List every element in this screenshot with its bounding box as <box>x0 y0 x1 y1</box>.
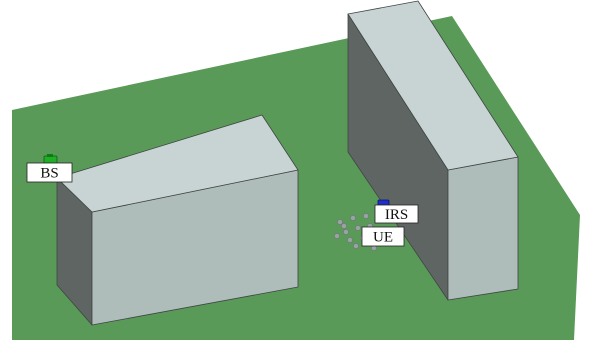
right-building <box>347 0 519 301</box>
ue-cluster-icon <box>334 213 377 251</box>
ue-label: UE <box>361 226 405 247</box>
bs-label-text: BS <box>40 166 58 182</box>
irs-label-text: IRS <box>385 207 408 223</box>
bs-label: BS <box>26 162 73 183</box>
left-building <box>56 114 299 326</box>
right-building-roof <box>347 0 519 171</box>
irs-label: IRS <box>374 204 419 224</box>
left-building-roof <box>56 114 299 213</box>
ue-label-text: UE <box>373 230 393 246</box>
right-building-front-wall <box>447 156 519 301</box>
bs-antenna-icon <box>43 154 58 164</box>
